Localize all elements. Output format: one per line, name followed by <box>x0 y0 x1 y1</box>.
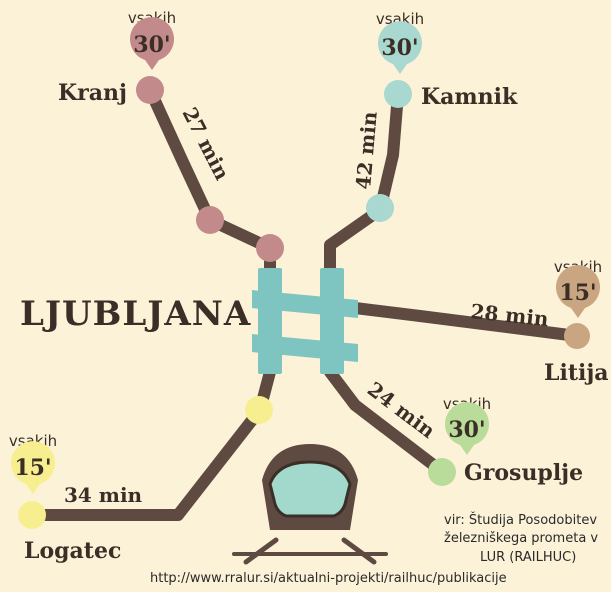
station-dot-kranj-near <box>256 234 284 262</box>
station-dot-litija <box>564 323 590 349</box>
pin-grosuplje: vsakih 30' <box>443 395 491 455</box>
pin-kamnik: vsakih 30' <box>376 10 424 74</box>
station-dot-logatec <box>18 501 46 529</box>
city-logatec: Logatec <box>24 538 121 564</box>
hub-name: LJUBLJANA <box>20 294 251 334</box>
duration-kamnik: 42 min <box>351 110 382 190</box>
station-dot-kranj-mid <box>196 206 224 234</box>
pin-litija: vsakih 15' <box>554 258 602 318</box>
station-dot-kamnik <box>384 80 412 108</box>
pin-grosuplje-frequency: 30' <box>448 417 485 443</box>
station-dot-kamnik-mid <box>366 194 394 222</box>
station-dot-grosuplje <box>428 458 456 486</box>
pin-kamnik-frequency: 30' <box>381 35 418 61</box>
train-icon <box>232 444 388 565</box>
track-grosuplje <box>324 366 446 476</box>
ljubljana-hub <box>252 268 358 374</box>
pin-kranj: vsakih 30' <box>128 9 176 71</box>
station-dot-kranj <box>136 76 164 104</box>
track-kranj <box>144 84 276 274</box>
source-line-1: vir: Študija Posodobitev <box>444 512 597 528</box>
city-kamnik: Kamnik <box>421 84 518 110</box>
track-logatec <box>26 366 276 521</box>
city-grosuplje: Grosuplje <box>464 460 583 486</box>
pin-logatec: vsakih 15' <box>9 432 57 494</box>
city-kranj: Kranj <box>58 80 127 106</box>
city-litija: Litija <box>544 360 609 386</box>
station-dot-logatec-near <box>245 396 273 424</box>
pin-kranj-frequency: 30' <box>133 32 170 58</box>
source-line-2: železniškega prometa v <box>444 531 598 546</box>
pin-kamnik-label: vsakih <box>376 10 424 28</box>
source-line-3: LUR (RAILHUC) <box>480 550 576 565</box>
pin-litija-frequency: 15' <box>559 280 596 306</box>
duration-logatec: 34 min <box>64 483 143 507</box>
pin-logatec-frequency: 15' <box>14 455 51 481</box>
source-line-4: http://www.rralur.si/aktualni-projekti/r… <box>150 571 507 586</box>
track-litija <box>349 302 583 342</box>
